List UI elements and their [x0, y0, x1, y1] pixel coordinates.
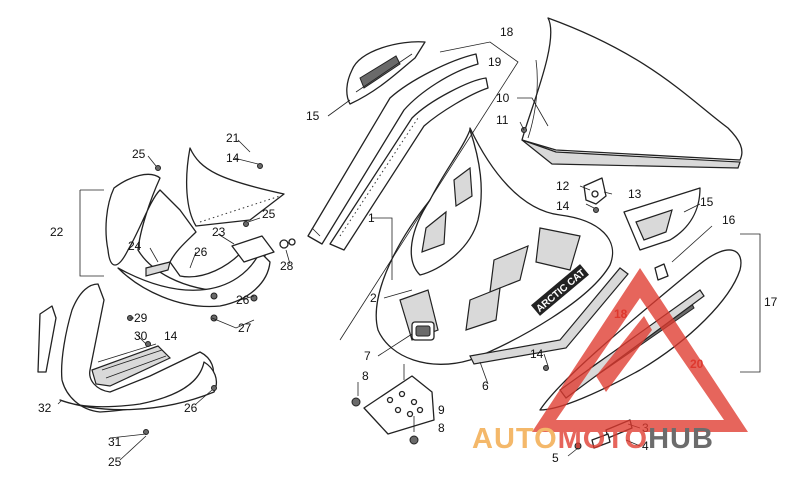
callout-13: 13	[628, 187, 642, 201]
callout-29: 29	[134, 311, 148, 325]
callout-27: 27	[238, 321, 252, 335]
callout-23: 23	[212, 225, 226, 239]
callout-21: 21	[226, 131, 240, 145]
callout-25-top: 25	[132, 147, 146, 161]
callout-24: 24	[128, 239, 142, 253]
callout-26-mid: 26	[236, 293, 250, 307]
callout-22: 22	[50, 225, 64, 239]
callout-12: 12	[556, 179, 570, 193]
callout-19: 19	[488, 55, 502, 69]
callout-4: 4	[642, 439, 649, 453]
callout-31: 31	[108, 435, 122, 449]
watermark-text-hub: HUB	[648, 423, 714, 455]
callout-25-mid: 25	[262, 207, 276, 221]
callout-15-upper: 15	[306, 109, 320, 123]
callout-28: 28	[280, 259, 294, 273]
watermark: AUTOMOTOHUB	[472, 268, 748, 455]
nose-bracket	[231, 235, 296, 263]
callout-14-lower: 14	[164, 329, 178, 343]
callout-6: 6	[482, 379, 489, 393]
callout-15-right: 15	[700, 195, 714, 209]
callout-30: 30	[134, 329, 148, 343]
leader-lines	[57, 41, 761, 461]
callout-8-right: 8	[438, 421, 445, 435]
nose-cone-upper	[105, 173, 271, 308]
callout-7: 7	[364, 349, 371, 363]
watermark-text-moto: MOTO	[558, 423, 648, 455]
callout-14-left: 14	[226, 151, 240, 165]
callout-26-top: 26	[194, 245, 208, 259]
callout-1: 1	[368, 211, 375, 225]
callout-9: 9	[438, 403, 445, 417]
watermark-triangle-logo	[532, 268, 748, 432]
callout-14-mid: 14	[530, 347, 544, 361]
callout-17: 17	[764, 295, 778, 309]
windshield	[521, 17, 743, 169]
callout-18: 18	[500, 25, 514, 39]
callout-16: 16	[722, 213, 736, 227]
skid-plate	[363, 375, 435, 435]
callout-25-low: 25	[108, 455, 122, 469]
watermark-text-auto: AUTO	[472, 423, 558, 455]
callout-labels: 18 19 10 11 15 1 2 7 8 9 8 6 12 13 14 15…	[38, 25, 778, 469]
svg-text:AUTOMOTOHUB: AUTOMOTOHUB	[472, 423, 714, 455]
upper-side-panel	[346, 41, 426, 105]
mount-bracket	[583, 177, 607, 205]
main-hood: ARCTIC CAT	[375, 127, 629, 365]
callout-14-right: 14	[556, 199, 570, 213]
callout-2: 2	[370, 291, 377, 305]
callout-5: 5	[552, 451, 559, 465]
callout-10: 10	[496, 91, 510, 105]
callout-11: 11	[496, 113, 509, 127]
trim-strip-assembly	[307, 53, 489, 251]
callout-32: 32	[38, 401, 52, 415]
callout-8-left: 8	[362, 369, 369, 383]
nose-cone-lower	[37, 283, 218, 413]
nose-screen	[185, 147, 285, 227]
callout-26-low: 26	[184, 401, 198, 415]
